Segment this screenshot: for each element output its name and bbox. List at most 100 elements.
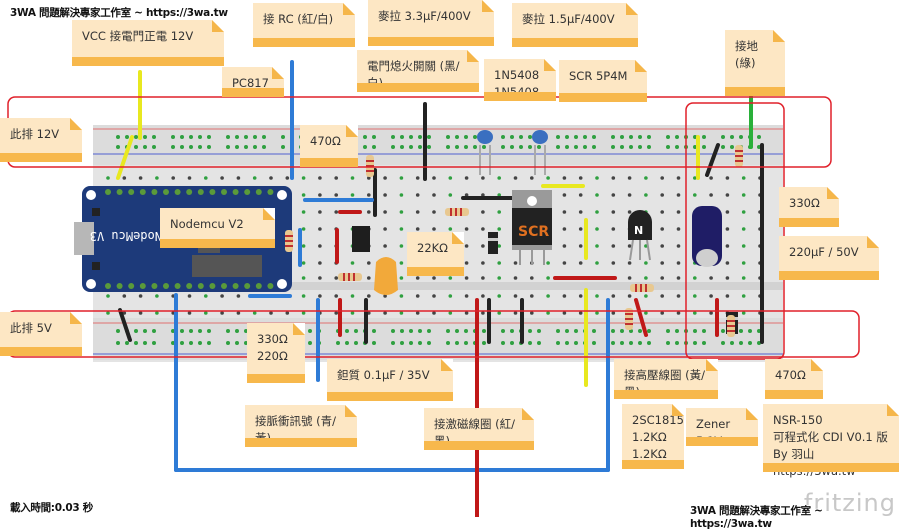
resistor-band: [450, 208, 452, 216]
rail-hole: [180, 145, 184, 149]
rail-hole: [253, 145, 257, 149]
terminal-hole: [367, 176, 371, 180]
rail-hole: [464, 341, 468, 345]
rail-hole: [702, 135, 706, 139]
pin: [186, 283, 193, 289]
note-credits[interactable]: NSR-150 可程式化 CDI V0.1 版 By 羽山 https://3w…: [763, 404, 899, 478]
note-470-top[interactable]: 470Ω: [300, 125, 358, 167]
terminal-hole: [513, 261, 518, 265]
note-rc[interactable]: 接 RC (紅/白): [253, 3, 355, 47]
terminal-hole: [432, 193, 436, 197]
transistor-2sc1815[interactable]: N: [628, 210, 652, 261]
rail-hole: [171, 135, 175, 139]
terminal-hole: [481, 176, 485, 180]
terminal-hole: [481, 210, 485, 214]
note-cap-1.5uf[interactable]: 麥拉 1.5μF/400V: [512, 3, 638, 47]
terminal-hole: [481, 244, 485, 248]
note-pc817[interactable]: PC817: [222, 67, 284, 97]
note-exciter-coil[interactable]: 接激磁線圈 (紅/黑): [424, 408, 534, 450]
terminal-hole: [530, 176, 534, 180]
rail-hole: [207, 329, 211, 333]
rail-hole: [455, 135, 459, 139]
rail-hole: [207, 135, 211, 139]
rail-hole: [116, 341, 120, 345]
rail-hole: [180, 135, 184, 139]
terminal-hole: [676, 176, 681, 180]
rail-hole: [629, 341, 633, 345]
note-5v-row[interactable]: 此排 5V: [0, 312, 82, 356]
rail-hole: [418, 145, 422, 149]
terminal-hole: [155, 176, 159, 180]
terminal-hole: [448, 276, 453, 280]
top-power-rail: [93, 125, 783, 165]
ceramic-capacitor-1.5uf[interactable]: [532, 130, 548, 175]
rail-hole: [702, 329, 706, 333]
note-transistor[interactable]: 2SC1815 1.2KΩ 1.2KΩ: [622, 404, 684, 469]
scr-5p4m[interactable]: SCR: [512, 190, 552, 265]
rail-hole: [583, 145, 587, 149]
pin: [221, 283, 227, 289]
terminal-hole: [562, 193, 567, 197]
terminal-hole: [301, 210, 306, 214]
electrolytic-capacitor-220uf[interactable]: [692, 206, 722, 267]
tantalum-capacitor[interactable]: [374, 257, 398, 295]
terminal-hole: [611, 210, 616, 214]
terminal-hole: [676, 227, 681, 231]
note-ignition-switch[interactable]: 電門熄火開關 (黑/白): [357, 50, 479, 92]
terminal-hole: [595, 227, 599, 231]
note-330-right[interactable]: 330Ω: [779, 187, 839, 227]
terminal-hole: [725, 193, 730, 197]
terminal-hole: [660, 176, 664, 180]
terminal-hole: [497, 294, 502, 298]
note-vcc-text: VCC 接電門正電 12V: [82, 29, 194, 43]
note-tantalum[interactable]: 鉭質 0.1μF / 35V: [327, 359, 453, 401]
note-pulse-signal[interactable]: 接脈衝訊號 (青/黃): [245, 405, 357, 447]
terminal-hole: [595, 176, 599, 180]
terminal-hole: [367, 261, 371, 265]
terminal-hole: [350, 294, 355, 298]
note-diodes[interactable]: 1N5408 1N5408: [484, 59, 556, 101]
pc817-optocoupler[interactable]: [352, 226, 370, 252]
note-ground[interactable]: 接地(綠): [725, 30, 785, 96]
terminal-hole: [660, 261, 664, 265]
terminal-hole: [301, 193, 306, 197]
terminal-hole: [399, 276, 404, 280]
terminal-hole: [644, 294, 648, 298]
note-330-220[interactable]: 330Ω 220Ω: [247, 323, 305, 383]
note-cap-220uf[interactable]: 220μF / 50V: [779, 236, 879, 280]
rail-hole: [592, 341, 596, 345]
note-cap-3.3uf[interactable]: 麥拉 3.3μF/400V: [368, 0, 494, 46]
ceramic-capacitor-3.3uf[interactable]: [477, 130, 493, 175]
note-nodemcu[interactable]: Nodemcu V2: [160, 208, 275, 248]
diode-1n5408[interactable]: [488, 232, 498, 254]
note-vcc[interactable]: VCC 接電門正電 12V: [72, 20, 224, 66]
terminal-hole: [122, 176, 127, 180]
rail-hole: [528, 135, 532, 139]
rail-hole: [510, 135, 514, 139]
rail-hole: [189, 145, 193, 149]
terminal-hole: [481, 276, 485, 280]
terminal-hole: [415, 193, 420, 197]
note-scr[interactable]: SCR 5P4M: [559, 60, 647, 102]
rail-hole: [455, 145, 459, 149]
pin: [151, 283, 158, 289]
note-470-bottom[interactable]: 470Ω: [765, 359, 823, 399]
terminal-hole: [399, 193, 404, 197]
terminal-hole: [693, 294, 697, 298]
terminal-hole: [660, 311, 664, 315]
terminal-hole: [513, 276, 518, 280]
rail-hole: [116, 329, 120, 333]
breadboard-diagram: NodeMcu V3 SCR N: [7, 60, 860, 517]
terminal-hole: [660, 227, 664, 231]
note-zener[interactable]: Zener 5.1V: [686, 408, 758, 448]
terminal-hole: [171, 176, 175, 180]
rail-hole: [262, 145, 266, 149]
rail-hole: [345, 329, 349, 333]
note-470-top-text: 470Ω: [310, 134, 341, 148]
note-12v-row[interactable]: 此排 12V: [0, 118, 82, 162]
note-hv-coil[interactable]: 接高壓線圈 (黃/黑): [614, 359, 718, 399]
terminal-hole: [318, 276, 322, 280]
note-22k[interactable]: 22KΩ: [407, 232, 464, 276]
resistor-band: [343, 273, 345, 281]
